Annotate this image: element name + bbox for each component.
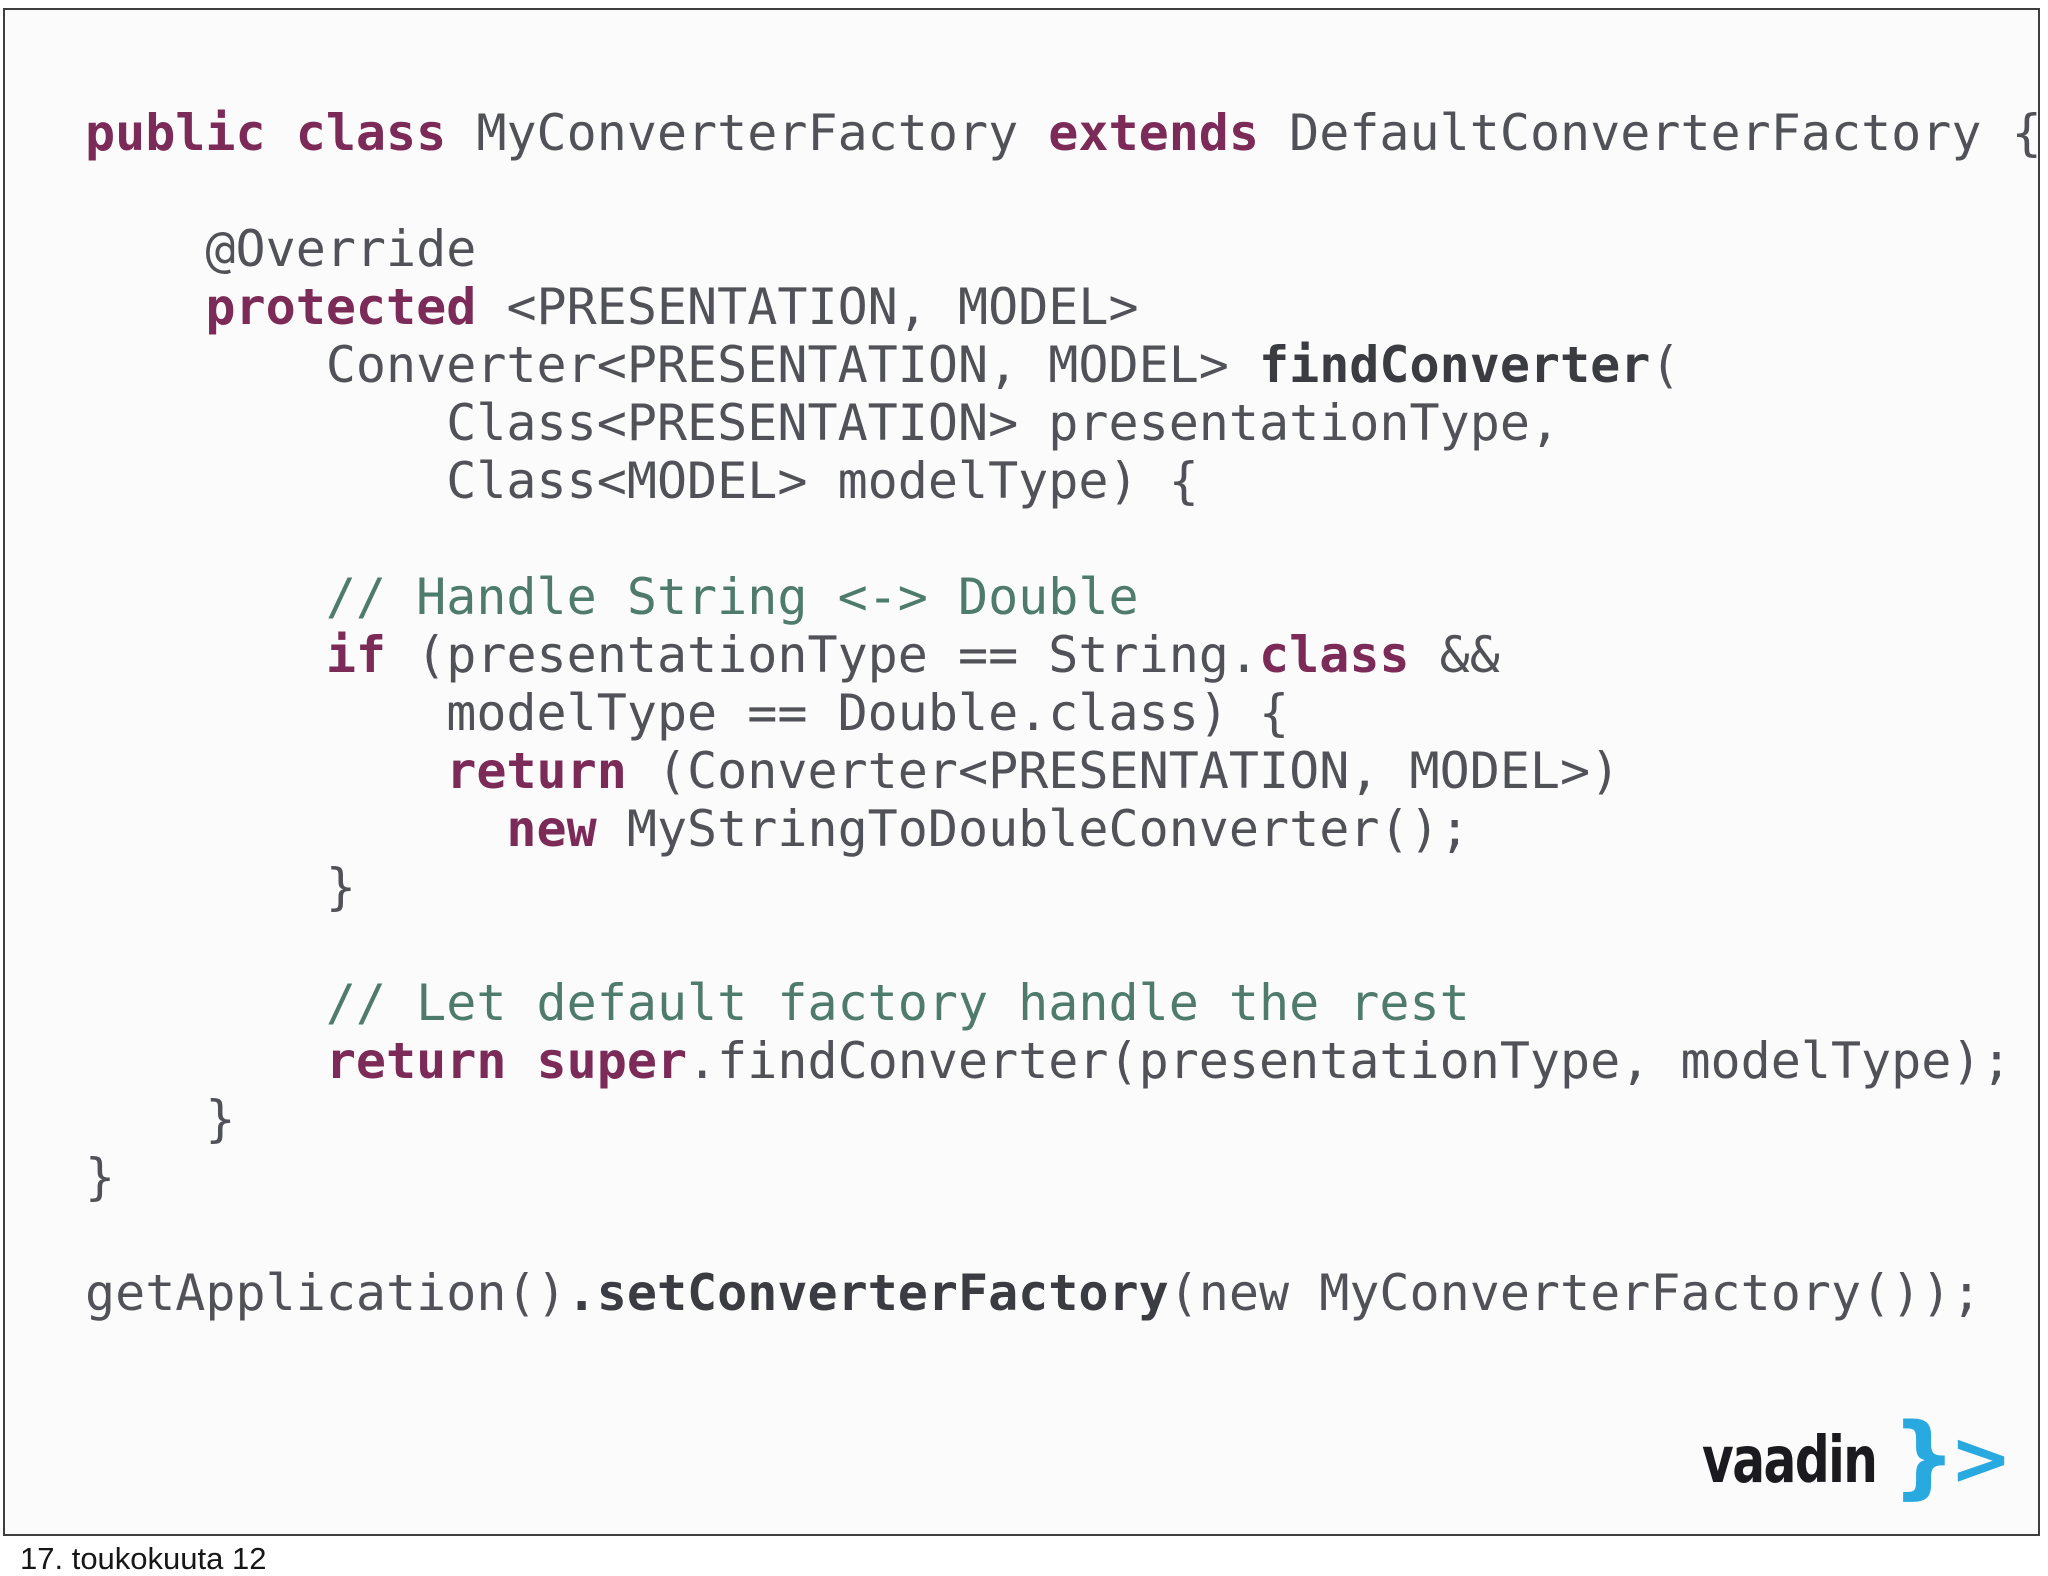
code-segment-plain: } bbox=[85, 1148, 116, 1206]
code-segment-plain: } bbox=[85, 858, 356, 916]
code-line: getApplication().setConverterFactory(new… bbox=[85, 1264, 2042, 1322]
code-line bbox=[85, 916, 2042, 974]
code-segment-plain: (Converter<PRESENTATION, MODEL>) bbox=[626, 742, 1621, 800]
code-segment-plain: getApplication() bbox=[85, 1264, 567, 1322]
code-segment-keyword: public class bbox=[85, 104, 447, 162]
code-segment-plain: @Override bbox=[85, 220, 477, 278]
code-line: } bbox=[85, 858, 2042, 916]
code-line: if (presentationType == String.class && bbox=[85, 626, 2042, 684]
code-line: modelType == Double.class) { bbox=[85, 684, 2042, 742]
code-line bbox=[85, 510, 2042, 568]
code-segment-plain: Converter<PRESENTATION, MODEL> bbox=[85, 336, 1259, 394]
code-segment-keyword: protected bbox=[85, 278, 477, 336]
code-segment-plain: <PRESENTATION, MODEL> bbox=[476, 278, 1139, 336]
code-segment-method: findConverter bbox=[1259, 336, 1651, 394]
code-segment-keyword: return bbox=[85, 742, 627, 800]
code-segment-keyword: class bbox=[1259, 626, 1410, 684]
code-segment-plain: MyConverterFactory bbox=[446, 104, 1049, 162]
code-segment-plain: } bbox=[85, 1090, 236, 1148]
code-line: return (Converter<PRESENTATION, MODEL>) bbox=[85, 742, 2042, 800]
code-line bbox=[85, 162, 2042, 220]
code-line: } bbox=[85, 1148, 2042, 1206]
code-segment-plain: ( bbox=[1650, 336, 1681, 394]
code-line: } bbox=[85, 1090, 2042, 1148]
code-line: new MyStringToDoubleConverter(); bbox=[85, 800, 2042, 858]
code-segment-plain: (new MyConverterFactory()); bbox=[1168, 1264, 1982, 1322]
vaadin-logo-text: vaadin bbox=[1701, 1424, 1878, 1498]
code-line: @Override bbox=[85, 220, 2042, 278]
code-line: // Handle String <-> Double bbox=[85, 568, 2042, 626]
code-line: public class MyConverterFactory extends … bbox=[85, 104, 2042, 162]
code-segment-plain: Class<MODEL> modelType) { bbox=[85, 452, 1199, 510]
code-line: protected <PRESENTATION, MODEL> bbox=[85, 278, 2042, 336]
slide-date: 17. toukokuuta 12 bbox=[20, 1541, 267, 1576]
code-line: Class<PRESENTATION> presentationType, bbox=[85, 394, 2042, 452]
code-line: return super.findConverter(presentationT… bbox=[85, 1032, 2042, 1090]
code-segment-keyword: return super bbox=[85, 1032, 688, 1090]
code-segment-plain: modelType == Double.class) { bbox=[85, 684, 1290, 742]
code-segment-plain: MyStringToDoubleConverter(); bbox=[596, 800, 1470, 858]
code-line: Converter<PRESENTATION, MODEL> findConve… bbox=[85, 336, 2042, 394]
code-segment-plain: DefaultConverterFactory { bbox=[1259, 104, 2042, 162]
code-segment-plain: Class<PRESENTATION> presentationType, bbox=[85, 394, 1561, 452]
code-block: public class MyConverterFactory extends … bbox=[85, 104, 2042, 1322]
code-line: // Let default factory handle the rest bbox=[85, 974, 2042, 1032]
vaadin-logo-brace-icon: } bbox=[1891, 1404, 1956, 1509]
code-segment-keyword: if bbox=[85, 626, 387, 684]
code-segment-plain: (presentationType == String. bbox=[386, 626, 1260, 684]
code-line bbox=[85, 1206, 2042, 1264]
slide: public class MyConverterFactory extends … bbox=[3, 8, 2042, 1536]
code-segment-comment: // Let default factory handle the rest bbox=[85, 974, 1470, 1032]
code-segment-keyword: extends bbox=[1048, 104, 1260, 162]
vaadin-logo: vaadin } > bbox=[1647, 1412, 2012, 1504]
code-segment-comment: // Handle String <-> Double bbox=[85, 568, 1139, 626]
code-segment-plain: .findConverter(presentationType, modelTy… bbox=[687, 1032, 2012, 1090]
code-segment-keyword: new bbox=[85, 800, 597, 858]
vaadin-logo-arrow-icon: > bbox=[1949, 1416, 2012, 1502]
code-line: Class<MODEL> modelType) { bbox=[85, 452, 2042, 510]
code-segment-method: .setConverterFactory bbox=[566, 1264, 1169, 1322]
code-segment-plain: && bbox=[1409, 626, 1500, 684]
